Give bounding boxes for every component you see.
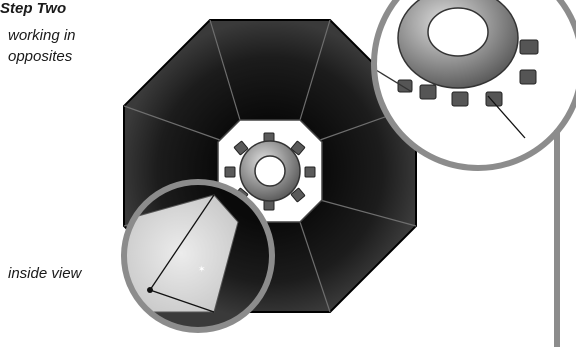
svg-text:✶: ✶ — [198, 264, 206, 274]
